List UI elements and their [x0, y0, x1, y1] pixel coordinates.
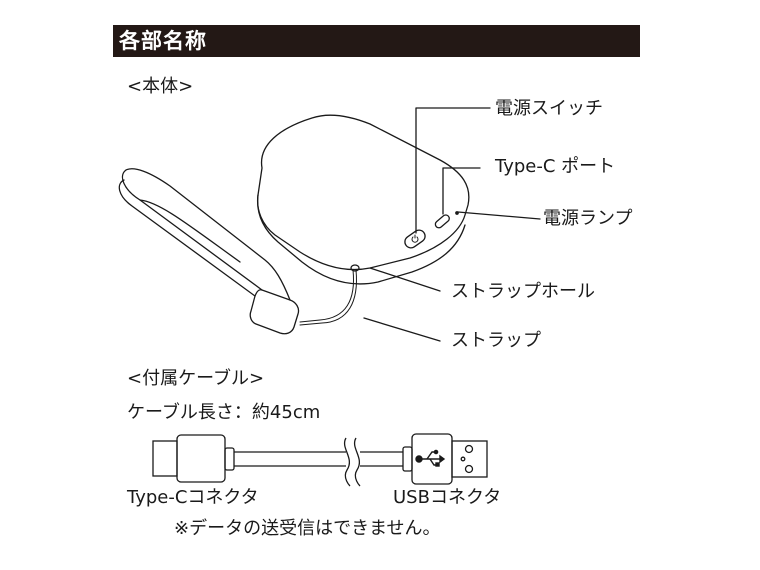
label-strap: ストラップ	[451, 330, 541, 351]
strap-stopper	[249, 289, 300, 335]
usb-icon	[415, 449, 446, 467]
strap-loop	[121, 168, 291, 301]
usb-plug-tip	[451, 440, 488, 478]
data-transfer-note: ※データの送受信はできません。	[174, 518, 441, 539]
cable-diagram	[152, 433, 488, 487]
strap-hole-icon	[350, 264, 360, 272]
page-title: 各部名称	[119, 29, 207, 53]
label-usb-connector: USBコネクタ	[393, 487, 502, 508]
label-power-switch: 電源スイッチ	[495, 98, 603, 119]
typec-plug-tip	[152, 440, 178, 477]
label-typec-port: Type-C ポート	[495, 156, 616, 177]
typec-port-icon	[434, 214, 450, 229]
label-strap-hole: ストラップホール	[451, 281, 595, 302]
header-bar: 各部名称	[113, 25, 640, 57]
device-body	[256, 114, 470, 271]
label-power-lamp: 電源ランプ	[543, 208, 633, 229]
typec-connector-body	[176, 434, 226, 483]
label-typec-connector: Type-Cコネクタ	[127, 487, 259, 508]
cable-length: ケーブル長さ：約45cm	[127, 402, 321, 423]
power-switch-icon	[404, 229, 426, 249]
body-section-title: <本体>	[127, 76, 194, 97]
cable-section-title: <付属ケーブル>	[127, 368, 265, 389]
